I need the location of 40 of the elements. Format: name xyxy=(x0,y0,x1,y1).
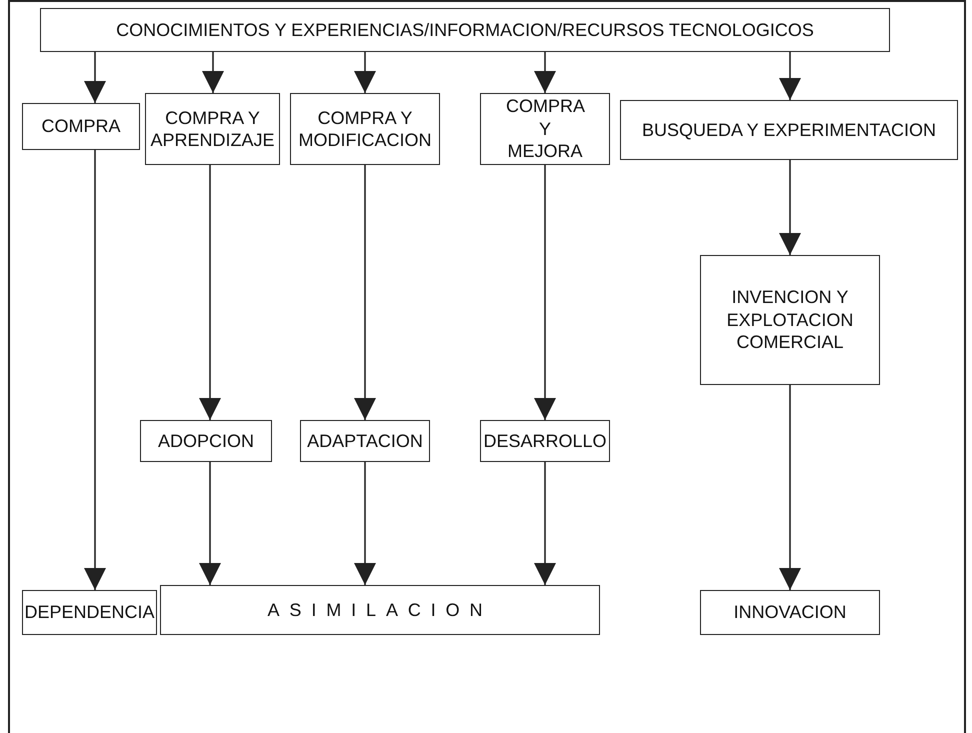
arrow xyxy=(84,52,106,103)
arrow xyxy=(534,52,556,93)
arrow xyxy=(779,385,801,590)
arrow xyxy=(534,165,556,420)
label-box xyxy=(700,590,880,635)
box-label: ADAPTACION xyxy=(307,430,423,452)
arrow xyxy=(84,150,106,590)
label-box xyxy=(480,420,610,462)
box-label: CONOCIMIENTOS Y EXPERIENCIAS/INFORMACION/RECURSOS TECNOLOGICOS xyxy=(116,18,814,42)
label-box xyxy=(145,93,280,165)
box-label: COMPRA Y APRENDIZAJE xyxy=(150,106,274,152)
label-box xyxy=(290,93,440,165)
box-label: COMPRA Y MEJORA xyxy=(506,95,584,163)
box-label: COMPRA Y MODIFICACION xyxy=(298,106,432,152)
box-label: DEPENDENCIA xyxy=(24,601,155,624)
box-label: COMPRA xyxy=(41,115,120,138)
arrow xyxy=(354,165,376,420)
arrow xyxy=(199,462,221,585)
arrow xyxy=(779,160,801,255)
arrow xyxy=(354,462,376,585)
arrow xyxy=(199,165,221,420)
arrow xyxy=(202,52,224,93)
label-box xyxy=(300,420,430,462)
label-box xyxy=(22,590,157,635)
label-box xyxy=(40,8,890,52)
label-box xyxy=(140,420,272,462)
label-box xyxy=(22,103,140,150)
box-label: INNOVACION xyxy=(734,601,846,624)
arrow xyxy=(779,52,801,100)
label-box xyxy=(700,255,880,385)
arrow xyxy=(354,52,376,93)
box-label: INVENCION Y EXPLOTACION COMERCIAL xyxy=(726,286,854,354)
box-label: BUSQUEDA Y EXPERIMENTACION xyxy=(642,118,936,142)
box-label: ASIMILACION xyxy=(268,598,492,622)
box-label: ADOPCION xyxy=(158,430,254,452)
label-box xyxy=(480,93,610,165)
label-box xyxy=(620,100,958,160)
label-box xyxy=(160,585,600,635)
arrow xyxy=(534,462,556,585)
box-label: DESARROLLO xyxy=(483,430,607,452)
